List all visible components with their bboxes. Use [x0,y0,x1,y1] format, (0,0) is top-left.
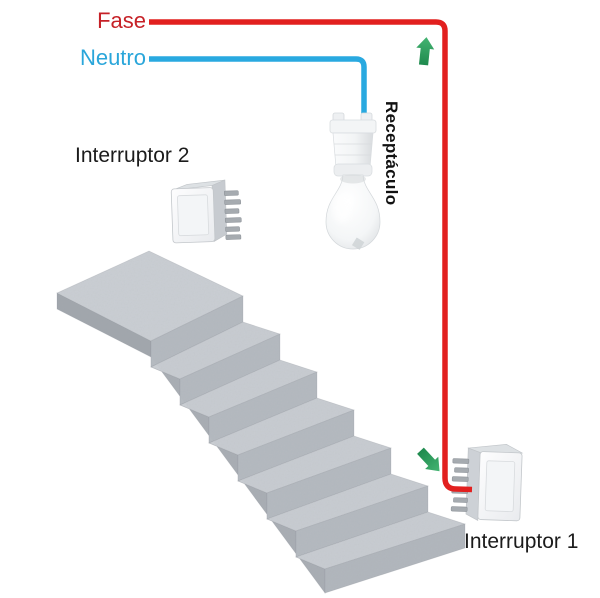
switch-interruptor-2 [170,179,242,244]
lamp-socket [329,112,377,177]
switch2-rocker [177,194,210,237]
switch1-rocker [484,460,516,513]
light-bulb [325,174,381,250]
arrow-up-icon [414,36,436,66]
interruptor-2-label: Interruptor 2 [75,144,190,167]
switch2-pins [223,190,242,240]
neutro-label: Neutro [79,45,146,70]
fase-wire [149,19,473,493]
neutro-wire [149,56,367,122]
interruptor-1-label: Interruptor 1 [464,530,579,553]
arrow-down-right-icon [413,444,447,478]
staircase-illustration [56,250,467,595]
fase-label: Fase [97,8,146,33]
switch-interruptor-1 [450,444,524,522]
receptaculo-label: Receptáculo [382,101,401,206]
